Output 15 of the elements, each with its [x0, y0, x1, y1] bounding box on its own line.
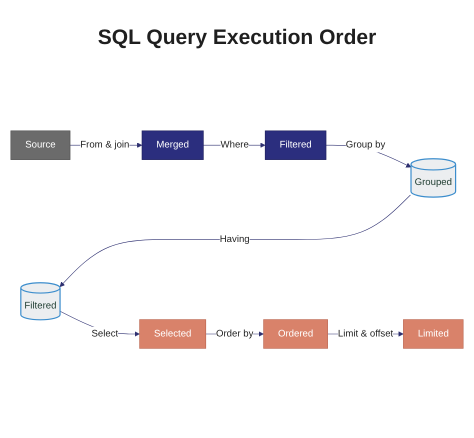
edge-label: Having	[220, 234, 250, 245]
edge-label: From & join	[80, 140, 130, 150]
edge-label: Select	[91, 328, 118, 340]
edge-label: Limit & offset	[338, 328, 394, 340]
node-box: Selected	[139, 320, 206, 350]
edge-label: Order by	[216, 328, 254, 340]
node-box: Merged	[142, 130, 204, 160]
node-box: Source	[10, 130, 70, 160]
edge-label: Where	[220, 140, 249, 150]
node-box: Filtered	[264, 130, 326, 160]
arrow	[60, 195, 411, 288]
node-box: Limited	[403, 320, 464, 350]
edge-label: Group by	[346, 140, 386, 150]
node-box: Ordered	[263, 320, 328, 350]
title: SQL Query Execution Order	[96, 25, 378, 51]
